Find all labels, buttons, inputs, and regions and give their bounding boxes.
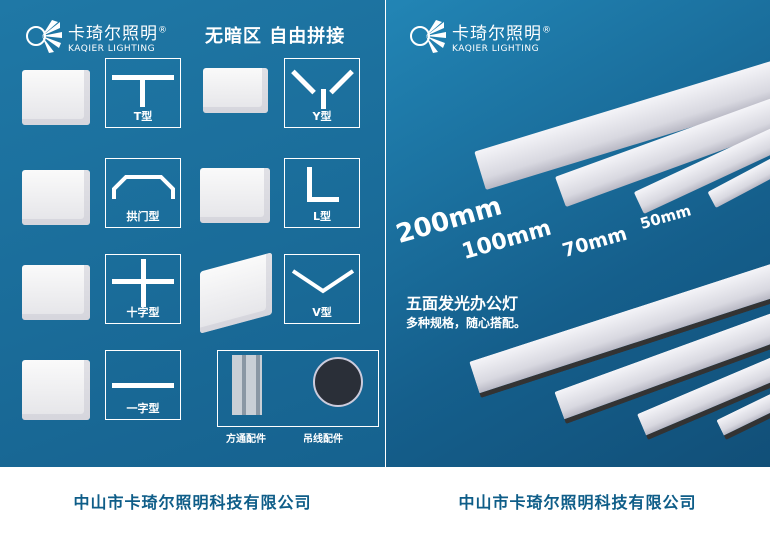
l-type-label: L型 (312, 210, 331, 223)
footer-left: 中山市卡琦尔照明科技有限公司 (0, 467, 385, 535)
brand-logo-right: 卡琦尔照明® KAQIER LIGHTING (406, 18, 552, 54)
cross-type-diagram: 十字型 (105, 254, 181, 324)
headline: 无暗区 自由拼接 (205, 26, 346, 47)
cross-connector-photo (22, 265, 90, 320)
arch-connector-photo (22, 170, 90, 225)
channel-accessory-label: 方通配件 (226, 434, 266, 445)
right-panel: 卡琦尔照明® KAQIER LIGHTING 200mm 100mm 70mm … (386, 0, 770, 467)
y-type-label: Y型 (312, 110, 332, 123)
left-panel: 卡琦尔照明® KAQIER LIGHTING 无暗区 自由拼接 T型 Y型 拱门… (0, 0, 385, 467)
straight-type-diagram: 一字型 (105, 350, 181, 420)
sun-logo-icon (410, 20, 446, 53)
footer-right: 中山市卡琦尔照明科技有限公司 (385, 467, 770, 535)
company-name: 中山市卡琦尔照明科技有限公司 (73, 493, 312, 512)
sun-logo-icon (26, 20, 62, 53)
wire-accessory-photo (313, 357, 363, 407)
straight-type-label: 一字型 (126, 402, 160, 415)
v-type-label: V型 (312, 306, 332, 319)
y-connector-photo (203, 68, 268, 113)
v-connector-photo (200, 252, 272, 334)
registered-mark: ® (158, 24, 168, 35)
brand-name-en: KAQIER LIGHTING (452, 43, 540, 54)
product-title: 五面发光办公灯 (406, 294, 519, 313)
straight-connector-photo (22, 360, 90, 420)
registered-mark: ® (542, 24, 552, 35)
accessories-box (217, 350, 379, 427)
arch-type-label: 拱门型 (126, 210, 160, 223)
brand-logo: 卡琦尔照明® KAQIER LIGHTING (22, 18, 168, 54)
brand-name-en: KAQIER LIGHTING (68, 43, 156, 54)
size-label-70: 70mm (559, 222, 630, 262)
l-connector-photo (200, 168, 270, 223)
t-type-diagram: T型 (105, 58, 181, 128)
cross-type-label: 十字型 (126, 306, 160, 319)
t-type-label: T型 (133, 110, 153, 123)
company-name: 中山市卡琦尔照明科技有限公司 (458, 493, 697, 512)
t-connector-photo (22, 70, 90, 125)
v-type-diagram: V型 (284, 254, 360, 324)
brand-name-cn: 卡琦尔照明 (68, 23, 158, 44)
l-type-diagram: L型 (284, 158, 360, 228)
channel-accessory-photo (232, 355, 262, 415)
product-subtitle: 多种规格，随心搭配。 (406, 316, 527, 330)
arch-type-diagram: 拱门型 (105, 158, 181, 228)
brand-name-cn: 卡琦尔照明 (452, 23, 542, 44)
wire-accessory-label: 吊线配件 (303, 434, 343, 445)
y-type-diagram: Y型 (284, 58, 360, 128)
